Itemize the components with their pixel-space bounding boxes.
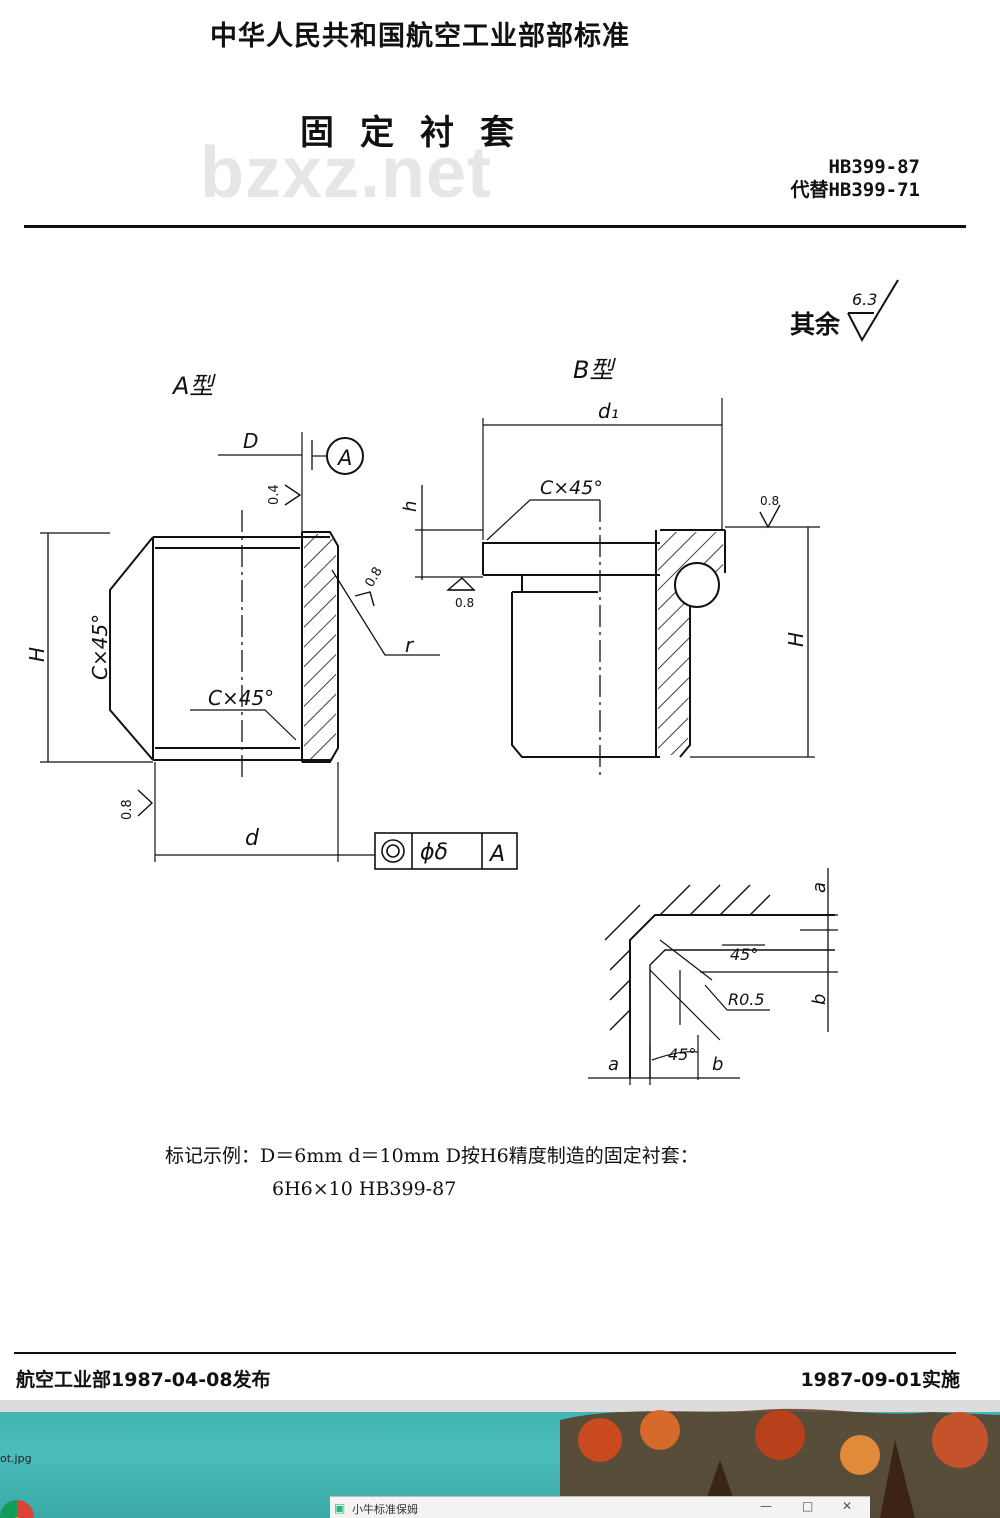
document-title: 固定衬套 — [300, 113, 540, 153]
file-name-label[interactable]: ot.jpg — [0, 1452, 32, 1465]
tolerance-datum: A — [488, 842, 505, 867]
header-rule — [24, 225, 966, 228]
detail-angle-top: 45° — [730, 945, 758, 964]
standard-number: HB399-87 代替HB399-71 — [790, 156, 920, 202]
roughness-rest-symbol — [847, 279, 899, 343]
document-page: 中华人民共和国航空工业部部标准 固定衬套 bzxz.net HB399-87 代… — [14, 21, 966, 1391]
app-window-titlebar[interactable]: ▣ 小牛标准保姆 — □ ✕ — [330, 1496, 870, 1518]
tolerance-value: ϕδ — [420, 840, 448, 865]
roughness-08-b-lower: 0.8 — [455, 596, 474, 610]
roughness-08-bottom-label: 0.8 — [120, 799, 135, 820]
roughness-rest-label: 其余 — [790, 310, 841, 339]
standard-code: HB399-87 — [828, 156, 920, 178]
chamfer-inner-label: C×45° — [208, 686, 274, 710]
maximize-button[interactable]: □ — [802, 1499, 814, 1513]
tree-illustration — [0, 1400, 1000, 1518]
replaces-code: 代替HB399-71 — [790, 179, 920, 201]
chrome-icon[interactable] — [0, 1500, 34, 1518]
chamfer-label-b: C×45° — [540, 477, 603, 499]
roughness-04-label: 0.4 — [267, 484, 282, 505]
type-b-drawing — [415, 398, 820, 780]
footer-rule — [14, 1352, 956, 1354]
detail-radius: R0.5 — [728, 990, 765, 1009]
minimize-button[interactable]: — — [760, 1499, 772, 1513]
detail-view — [588, 868, 838, 1085]
detail-a-bottom: a — [608, 1054, 619, 1075]
standard-body-title: 中华人民共和国航空工业部部标准 — [210, 21, 630, 52]
dim-r-label: r — [405, 633, 415, 657]
type-b-label: B型 — [573, 356, 616, 384]
marking-line-1: 标记示例：D＝6mm d＝10mm D按H6精度制造的固定衬套： — [165, 1145, 699, 1167]
detail-b-bottom: b — [712, 1054, 723, 1075]
detail-b-right: b — [809, 994, 830, 1005]
dim-d1-label: d₁ — [598, 399, 619, 423]
issue-date: 航空工业部1987-04-08发布 — [16, 1369, 271, 1391]
watermark: bzxz.net — [200, 133, 493, 213]
type-a-label: A型 — [171, 372, 216, 400]
app-window-title: 小牛标准保姆 — [352, 1503, 418, 1516]
dim-h-label: h — [400, 501, 421, 512]
dim-H-label: H — [25, 647, 49, 662]
marking-example: 标记示例：D＝6mm d＝10mm D按H6精度制造的固定衬套： 6H6×10 … — [165, 1140, 699, 1206]
roughness-08-label-a: 0.8 — [362, 565, 385, 590]
roughness-rest-value: 6.3 — [852, 290, 877, 309]
detail-a-right: a — [809, 882, 830, 893]
effective-date: 1987-09-01实施 — [800, 1369, 960, 1391]
datum-A-label: A — [336, 446, 352, 470]
dim-D-label: D — [243, 429, 258, 453]
dim-H-b-label: H — [784, 632, 808, 647]
dim-d-label: d — [245, 826, 260, 851]
detail-angle-bottom: 45° — [668, 1045, 696, 1064]
technical-drawing: 其余 6.3 A型 B型 D A H C×45° C×45° 0.4 0.8 r… — [25, 279, 899, 1085]
app-icon: ▣ — [334, 1501, 346, 1515]
desktop-background: ot.jpg ▣ 小牛标准保姆 — □ ✕ — [0, 1400, 1000, 1518]
marking-line-2: 6H6×10 HB399-87 — [272, 1178, 457, 1200]
chamfer-label-a: C×45° — [88, 614, 112, 680]
close-button[interactable]: ✕ — [842, 1499, 853, 1513]
roughness-08-b-upper: 0.8 — [760, 494, 779, 508]
type-a-drawing — [40, 432, 518, 870]
